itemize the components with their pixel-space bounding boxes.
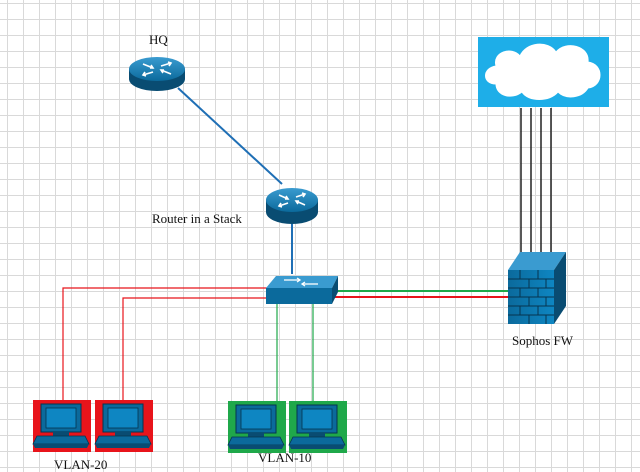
desktop-computer-icon	[288, 404, 346, 449]
fw-to-cloud-links	[520, 108, 552, 258]
hq-label: HQ	[149, 32, 168, 47]
desktop-computer-icon	[32, 403, 90, 448]
desktop-computer-icon	[227, 404, 285, 449]
firewall-brick-icon	[508, 252, 566, 324]
firewall-label: Sophos FW	[512, 333, 574, 348]
vlan10-pc-2	[288, 401, 347, 453]
hq-to-router-link	[177, 87, 283, 185]
cloud-icon	[485, 43, 601, 100]
stack-router-icon	[266, 188, 318, 224]
desktop-computer-icon	[94, 403, 152, 448]
cloud	[478, 37, 609, 107]
links	[62, 87, 552, 404]
vlan20-pc-2	[94, 400, 153, 452]
hq-router-icon	[129, 57, 185, 91]
vlan10-pc-1	[227, 401, 286, 453]
vlan20-link-pc1	[62, 287, 268, 400]
vlan20-link-pc2	[122, 297, 268, 400]
vlan20-label: VLAN-20	[54, 457, 108, 472]
vlan20-pc-1	[32, 400, 91, 452]
switch-icon	[266, 276, 338, 304]
vlan10-label: VLAN-10	[258, 450, 312, 465]
router-label: Router in a Stack	[152, 211, 242, 226]
